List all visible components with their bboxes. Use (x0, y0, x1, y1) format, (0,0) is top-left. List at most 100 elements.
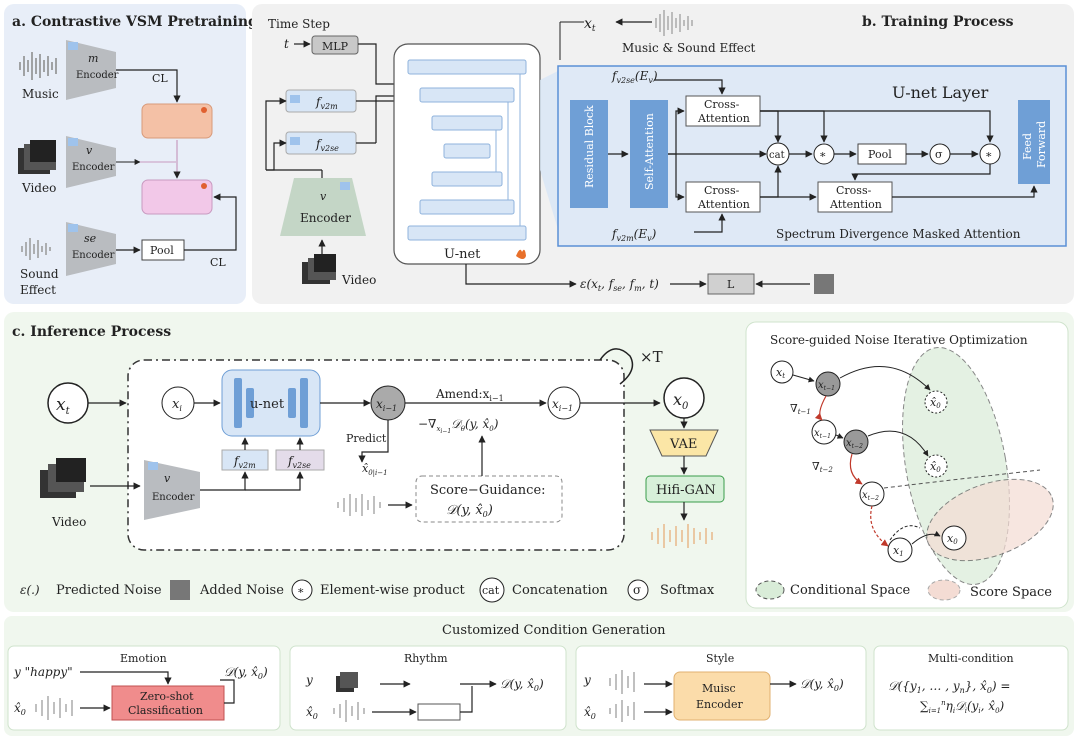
self-attention-label: Self-Attention (643, 113, 656, 190)
panel-a-title: a. Contrastive VSM Pretraining (12, 14, 258, 30)
v-encoder-c: v Encoder (144, 460, 200, 520)
cat-node-label: cat (769, 150, 785, 161)
v-encoder-a: v Encoder (66, 136, 116, 188)
legend: ε(.) Predicted Noise Added Noise ∗ Eleme… (20, 577, 715, 603)
output-waveform-icon (651, 524, 713, 548)
music-waveform-icon (19, 52, 57, 80)
emotion-x0hat: x̂0 (14, 701, 26, 717)
cross-attention-1-b: Attention (697, 112, 750, 125)
legend-element-wise: Element-wise product (320, 583, 465, 598)
spectrum-label: Spectrum Divergence Masked Attention (776, 227, 1021, 241)
vae-label: VAE (669, 437, 697, 452)
legend-eps: ε(.) (20, 583, 40, 597)
v-encoder-b-label: Encoder (300, 211, 351, 225)
se-encoder-label: Encoder (72, 250, 115, 261)
m-encoder: m Encoder (66, 40, 119, 100)
m-encoder-symbol: m (88, 52, 98, 65)
score-guidance-expr: 𝒟(y, x̂0) (446, 503, 493, 519)
predict-label: Predict (346, 432, 387, 445)
emotion-title: Emotion (120, 652, 167, 665)
score-xt2a-label: xt−1 (814, 428, 831, 440)
feed-forward-block (1018, 100, 1050, 184)
cross-attention-2-a: Cross- (704, 184, 740, 197)
loss-box (707, 273, 755, 295)
bottom-section: Customized Condition Generation Emotion … (4, 616, 1074, 736)
video-label: Video (21, 181, 56, 195)
pool-label-b: Pool (868, 148, 892, 161)
score-x0-label: x0 (947, 532, 958, 546)
score-nabla1-label: ∇t−1 (790, 402, 811, 416)
times-t-label: ×T (640, 348, 663, 366)
nabla-expression: −∇xi−1𝒟θ(y, x̂0) (418, 417, 499, 435)
loss-label: L (727, 278, 735, 291)
style-waveform-icon-2 (609, 700, 635, 722)
unet-label: U-net (444, 247, 481, 262)
cross-attention-2-b: Attention (697, 198, 750, 211)
music-sound-waveform-icon (655, 10, 693, 36)
zero-shot-label-2: Classification (128, 704, 203, 717)
rhythm-y: y (305, 673, 313, 687)
xi-node-label: xi (172, 397, 182, 413)
mlp-label: MLP (322, 40, 349, 53)
panel-a: a. Contrastive VSM Pretraining Music m E… (4, 4, 258, 304)
score-xt2-node (843, 429, 869, 455)
legend-cat-symbol: cat (482, 584, 500, 597)
f-v2m-label: fv2m (315, 95, 338, 111)
score-guidance-box (415, 475, 563, 523)
cross-attention-2 (685, 181, 761, 213)
residual-block-label: Residual Block (583, 105, 596, 188)
product-node-1-label: ∗ (819, 148, 826, 161)
cross-attention-3-a: Cross- (836, 184, 872, 197)
bottom-title: Customized Condition Generation (442, 623, 666, 638)
sound-label-2: Effect (20, 283, 56, 297)
rhythm-card (289, 645, 567, 731)
rhythm-d-expr: 𝒟(y, x̂0) (500, 677, 544, 693)
video-icon-b (302, 254, 336, 284)
music-sound-label: Music & Sound Effect (622, 41, 756, 55)
unet-blocks (407, 59, 527, 241)
multi-expr-line-1: 𝒟({y1, … , yn}, x̂0) = (888, 679, 1010, 695)
zero-shot-label-1: Zero-shot (140, 690, 194, 703)
v-encoder-b: v Encoder (280, 178, 366, 236)
mlp-box (311, 35, 359, 55)
rhythm-x0hat: x̂0 (306, 705, 318, 721)
se-encoder-symbol: se (84, 232, 97, 245)
vae-block (649, 429, 719, 457)
cross-attention-3-b: Attention (829, 198, 882, 211)
video-embedding-box (141, 179, 213, 215)
multi-card (873, 645, 1069, 731)
legend-predicted-noise: Predicted Noise (56, 583, 162, 598)
predicted-waveform-icon (337, 494, 381, 516)
score-nabla2-label: ∇t−2 (812, 460, 833, 474)
f-v2se-label: fv2se (315, 137, 339, 153)
legend-conditional-swatch (755, 580, 785, 600)
xt-node (47, 382, 89, 424)
legend-score-swatch (927, 579, 961, 601)
legend-softmax: Softmax (660, 583, 715, 598)
loop-arrow (599, 348, 634, 385)
score-x0hat-1 (924, 390, 948, 414)
flame-icon (201, 107, 207, 113)
v-encoder-symbol: v (86, 144, 93, 157)
rhythm-video-icon (336, 672, 358, 692)
x0hat-label: x̂0|i−1 (362, 462, 388, 477)
score-x0-node (941, 525, 967, 551)
v-encoder-b-symbol: v (320, 190, 327, 203)
x0-node-label: x0 (673, 390, 689, 412)
panel-a-background (4, 4, 246, 304)
score-x1-node (887, 537, 913, 563)
time-step-label: Time Step (268, 17, 330, 31)
cross-attention-1-a: Cross- (704, 98, 740, 111)
score-x0hat-2 (924, 454, 948, 478)
unet-c-bars (234, 378, 308, 428)
flame-icon-b (516, 249, 526, 259)
v-encoder-c-symbol: v (164, 472, 171, 485)
cross-attention-3 (817, 181, 893, 213)
xi1b-node-label: xi−1 (552, 397, 573, 413)
se-encoder: se Encoder (66, 222, 116, 276)
self-attention-block (630, 100, 668, 208)
legend-added-noise-swatch (170, 580, 190, 600)
video-icon-c (40, 458, 86, 498)
x0-node (663, 377, 705, 419)
